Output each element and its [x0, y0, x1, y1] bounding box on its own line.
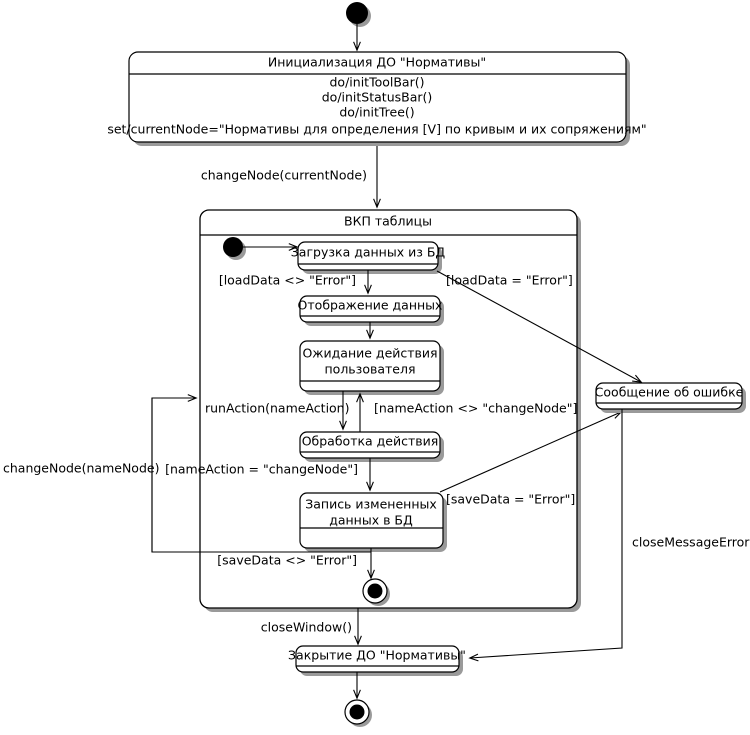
- state-save-data-label-2: данных в БД: [329, 513, 413, 528]
- state-initialization[interactable]: Инициализация ДО "Нормативы" do/initTool…: [107, 51, 647, 146]
- init-action-4: set/currentNode="Нормативы для определен…: [107, 122, 646, 137]
- edge-error-to-close: [468, 409, 623, 662]
- edge-label-save-err: [saveData = "Error"]: [446, 492, 575, 507]
- edge-label-close-window: closeWindow(): [261, 620, 352, 635]
- state-save-data[interactable]: Запись измененных данных в БД: [299, 492, 447, 552]
- state-load-data[interactable]: Загрузка данных из БД: [291, 241, 446, 274]
- state-initialization-title: Инициализация ДО "Нормативы": [268, 55, 486, 70]
- composite-state-vkp-table[interactable]: ВКП таблицы: [199, 209, 581, 612]
- inner-final-node: [362, 578, 390, 606]
- state-error-message-label: Сообщение об ошибке: [595, 385, 744, 400]
- state-process-action[interactable]: Обработка действия: [299, 431, 444, 462]
- edge-label-run-action: runAction(nameAction): [205, 401, 349, 416]
- edge-label-load-err: [loadData = "Error"]: [446, 273, 573, 288]
- state-display-data[interactable]: Отображение данных: [298, 295, 444, 326]
- final-node: [344, 699, 372, 727]
- edge-load-to-error: [436, 270, 643, 383]
- inner-start-node: [223, 237, 246, 260]
- state-close[interactable]: Закрытие ДО "Нормативы": [288, 645, 466, 676]
- edge-save-to-error: [439, 411, 623, 493]
- state-save-data-label-1: Запись измененных: [305, 497, 437, 512]
- edge-label-change-node-name: changeNode(nameNode): [3, 461, 159, 476]
- edge-label-name-action-ne: [nameAction <> "changeNode"]: [374, 401, 577, 416]
- state-close-label: Закрытие ДО "Нормативы": [288, 648, 466, 663]
- init-action-1: do/initToolBar(): [330, 75, 425, 90]
- edge-label-close-message-error: closeMessageError(): [632, 535, 750, 550]
- state-wait-user-action-label-1: Ожидание действия: [302, 346, 437, 361]
- edge-label-load-ok: [loadData <> "Error"]: [219, 273, 356, 288]
- state-wait-user-action[interactable]: Ожидание действия пользователя: [299, 340, 444, 395]
- start-node: [346, 2, 371, 27]
- state-display-data-label: Отображение данных: [298, 298, 443, 313]
- state-wait-user-action-label-2: пользователя: [325, 362, 416, 377]
- edge-label-change-node-current: changeNode(currentNode): [201, 168, 367, 183]
- composite-state-title: ВКП таблицы: [344, 214, 432, 229]
- init-action-2: do/initStatusBar(): [322, 90, 433, 105]
- state-error-message[interactable]: Сообщение об ошибке: [595, 382, 746, 413]
- state-process-action-label: Обработка действия: [302, 434, 439, 449]
- edge-label-save-ok: [saveData <> "Error"]: [217, 553, 357, 568]
- edge-label-name-action-eq: [nameAction = "changeNode"]: [165, 462, 358, 477]
- state-load-data-label: Загрузка данных из БД: [291, 245, 446, 260]
- init-action-3: do/initTree(): [339, 105, 414, 120]
